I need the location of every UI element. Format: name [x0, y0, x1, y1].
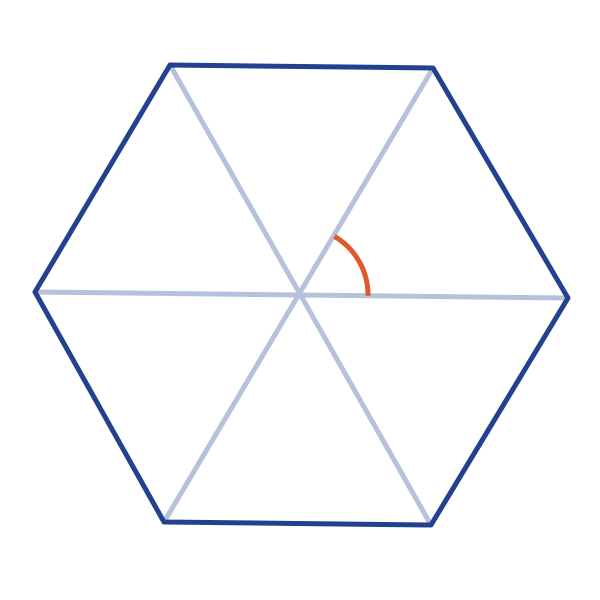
hexagon-outline	[32, 62, 571, 528]
diagonals-group	[32, 62, 571, 528]
angle-marker-arc	[333, 234, 371, 296]
diagonal-falling	[167, 62, 434, 528]
